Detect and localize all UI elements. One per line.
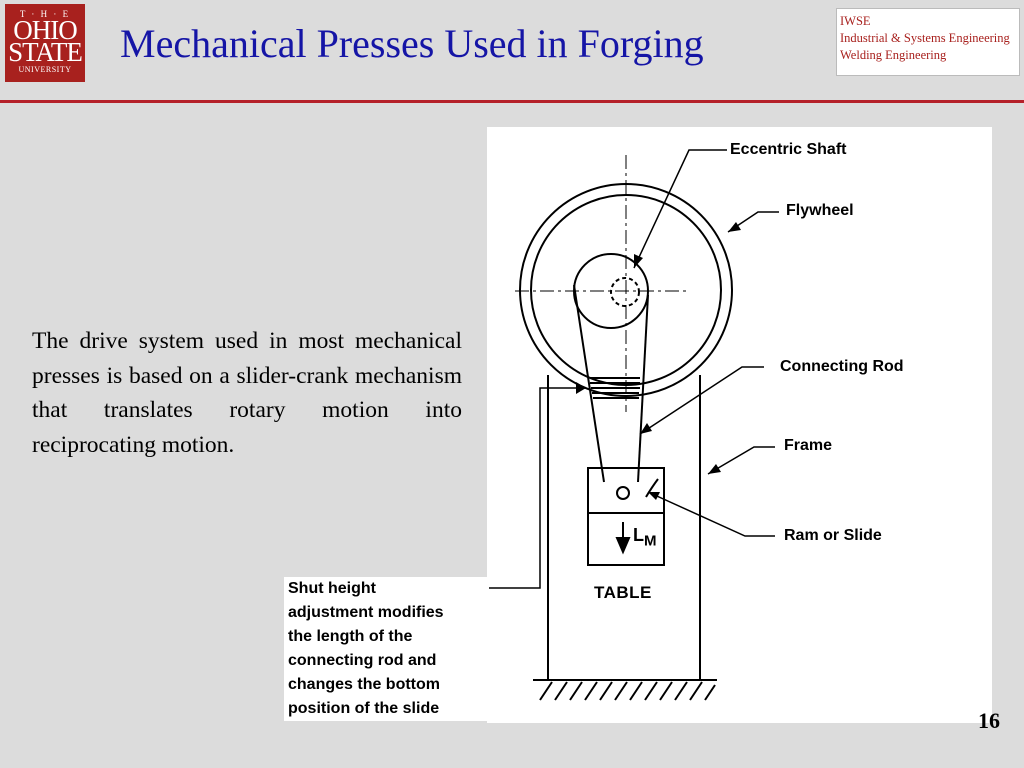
ram-pin-curve	[645, 478, 659, 498]
label-frame: Frame	[784, 437, 833, 454]
iwse-dept-2: Welding Engineering	[840, 48, 947, 62]
slide-title: Mechanical Presses Used in Forging	[120, 21, 704, 66]
iwse-logo-box: IWSE Industrial & Systems Engineering We…	[836, 8, 1020, 76]
press-diagram-panel	[487, 127, 992, 723]
shut-height-leader	[412, 387, 586, 589]
logo-the: T · H · E	[19, 9, 71, 19]
connecting-rod-leader	[639, 366, 764, 435]
shut-note-line-2: adjustment modifies	[288, 604, 444, 621]
frame-leader	[707, 446, 775, 475]
shut-height-note: Shut height adjustment modifies the leng…	[284, 577, 489, 721]
label-connecting-rod: Connecting Rod	[780, 358, 904, 375]
connecting-rod-left-edge	[573, 284, 605, 483]
logo-ohio: OHIO	[13, 15, 78, 45]
page-number: 16	[978, 708, 1000, 733]
wrist-pin-circle	[616, 486, 630, 500]
shut-note-line-3: the length of the	[288, 628, 413, 645]
label-table: TABLE	[594, 583, 652, 602]
label-ram-or-slide: Ram or Slide	[784, 527, 882, 544]
logo-university: UNIVERSITY	[18, 65, 72, 74]
connecting-rod-right-edge	[637, 294, 649, 483]
iwse-acronym: IWSE	[840, 14, 871, 28]
shut-note-line-4: connecting rod and	[288, 652, 437, 669]
shut-note-line-6: position of the slide	[288, 700, 440, 717]
ram-slide	[587, 467, 665, 514]
body-paragraph: The drive system used in most mechanical…	[32, 328, 462, 458]
iwse-dept-1: Industrial & Systems Engineering	[840, 31, 1010, 45]
ram-leader	[647, 491, 775, 537]
label-flywheel: Flywheel	[786, 202, 854, 219]
label-lm: LM	[633, 525, 657, 550]
shut-note-line-1: Shut height	[288, 580, 376, 597]
shut-note-line-5: changes the bottom	[288, 676, 441, 693]
logo-state: STATE	[8, 37, 83, 67]
die-block	[587, 512, 665, 566]
eccentric-leader	[633, 149, 727, 269]
shaft-center-circle	[610, 277, 640, 307]
title-divider	[0, 100, 1024, 103]
label-eccentric-shaft: Eccentric Shaft	[730, 141, 847, 158]
ohio-state-logo: T · H · E OHIO STATE UNIVERSITY	[5, 4, 85, 82]
label-lm-sub: M	[644, 532, 657, 550]
label-lm-main: L	[633, 525, 644, 545]
